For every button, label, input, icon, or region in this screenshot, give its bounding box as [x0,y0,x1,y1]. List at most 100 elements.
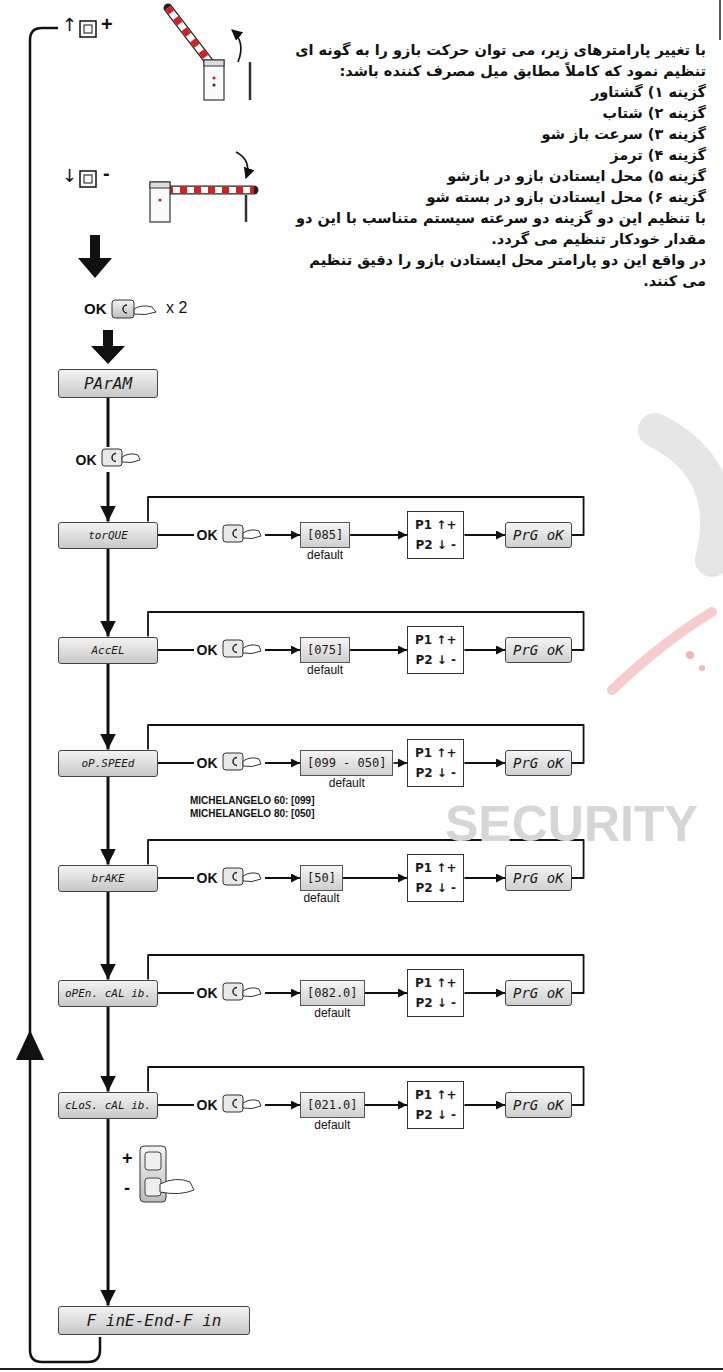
display-text: PrG oK [513,755,564,771]
display-text: P2 ↓ - [415,993,456,1013]
menu-display: PArAM [58,369,158,398]
flow-connector [464,649,505,651]
flow-connector [365,1104,407,1106]
key-name: OK [197,985,218,1001]
display-text: P1 ↑+ [415,858,456,878]
key-name: OK [84,300,107,317]
confirm-display: PrG oK [505,522,572,548]
key-name: OK [76,452,97,468]
default-note: default [329,776,365,790]
watermark-arc [655,430,717,560]
sign: - [103,162,110,185]
barrier-down [150,152,254,222]
sign: + [122,1148,133,1169]
display-text: PrG oK [513,527,564,543]
display-text: PrG oK [513,642,564,658]
display-text: P2 ↓ - [415,535,456,555]
value-display: [099 - 050]default [300,750,393,776]
key-name: OK [197,527,218,543]
button-hint-box: P1 ↑+P2 ↓ - [407,739,464,787]
model-note: MICHELANGELO 80: [050] [190,808,314,819]
key-name: OK [197,755,218,771]
flow-connector [107,1007,110,1092]
display-text: PrG oK [513,1097,564,1113]
display-text: [082.0] [307,986,358,1000]
value-display: [085]default [300,522,350,548]
value-display: [075]default [300,637,350,663]
flow-connector [464,877,505,879]
display-text: brAKE [91,872,124,885]
display-text: oP.SPEEd [82,757,135,770]
description-text: گزینه ۶) محل ایستادن بازو در بسته شو [292,187,706,208]
description-text: در واقع این دو پارامتر محل ایستادن بازو … [292,250,706,292]
parameter-display: torQUE [58,522,158,549]
flow-connector [350,534,407,536]
flow-connector [393,762,407,764]
display-text: [099 - 050] [307,756,386,770]
ok-button-icon [222,639,262,659]
description-text: گزینه ۳) سرعت باز شو [292,124,706,145]
display-text: P1 ↑+ [415,515,456,535]
display-text: [021.0] [307,1098,358,1112]
value-display: [082.0]default [300,980,365,1006]
watermark-swoosh [612,612,712,690]
default-note: default [314,1118,350,1132]
model-note: MICHELANGELO 60: [099] [190,795,314,806]
flow-arrow [91,330,125,364]
button-symbol [84,175,92,183]
default-note: default [307,548,343,562]
flow-connector [107,664,110,750]
display-text: P1 ↑+ [415,973,456,993]
display-text: P2 ↓ - [415,650,456,670]
ok-button-icon [222,982,262,1002]
flow-connector [107,549,110,637]
description-text: با تغییر پارامترهای زیر، می توان حرکت با… [292,40,706,82]
flow-connector [107,777,110,865]
display-text: P2 ↓ - [415,763,456,783]
button-symbol [80,171,96,187]
flow-connector [365,992,407,994]
icon-holder [222,1094,262,1117]
flow-connector [343,877,407,879]
flow-connector [107,1119,110,1306]
ok-button-icon [222,524,262,544]
description-text: گزینه ۱) گشتاور [292,82,706,103]
display-text: cLoS. cAL ib. [65,1099,151,1112]
ok-button-icon [112,300,156,318]
watermark-dot [699,665,705,671]
ok-button-icon [222,867,262,887]
repeat-count: x 2 [166,299,187,317]
confirm-display: PrG oK [505,1092,572,1118]
plus-minus-keypad [140,1146,194,1202]
return-loop-line [30,28,100,1362]
frame-line [0,1368,723,1370]
icon-holder [222,639,262,662]
ok-button-icon [101,448,141,468]
key-name: OK [197,1097,218,1113]
icon-holder [222,982,262,1005]
frame-line [719,0,721,40]
flow-connector [464,762,505,764]
display-text: P2 ↓ - [415,878,456,898]
watermark: SECURITY [445,795,698,853]
display-text: oPEn. cAL ib. [65,987,151,1000]
return-arrowhead [16,1030,44,1060]
edge-label: OK [194,523,265,548]
flow-arrow [78,235,112,278]
confirm-display: PrG oK [505,865,572,891]
button-symbol [80,21,96,37]
display-text: PArAM [84,374,132,393]
barrier-up [168,8,250,100]
edge-label: OK [194,866,265,891]
icon-holder [101,448,141,471]
default-note: default [314,1006,350,1020]
end-display: F inE-End-F in [58,1306,250,1335]
description-text: گزینه ۵) محل ایستادن بازو در بازشو [292,166,706,187]
flow-connector [464,534,505,536]
display-text: AccEL [91,644,124,657]
display-text: F inE-End-F in [87,1311,222,1330]
display-text: P2 ↓ - [415,1105,456,1125]
arrow-symbol: ↓ [62,165,77,186]
